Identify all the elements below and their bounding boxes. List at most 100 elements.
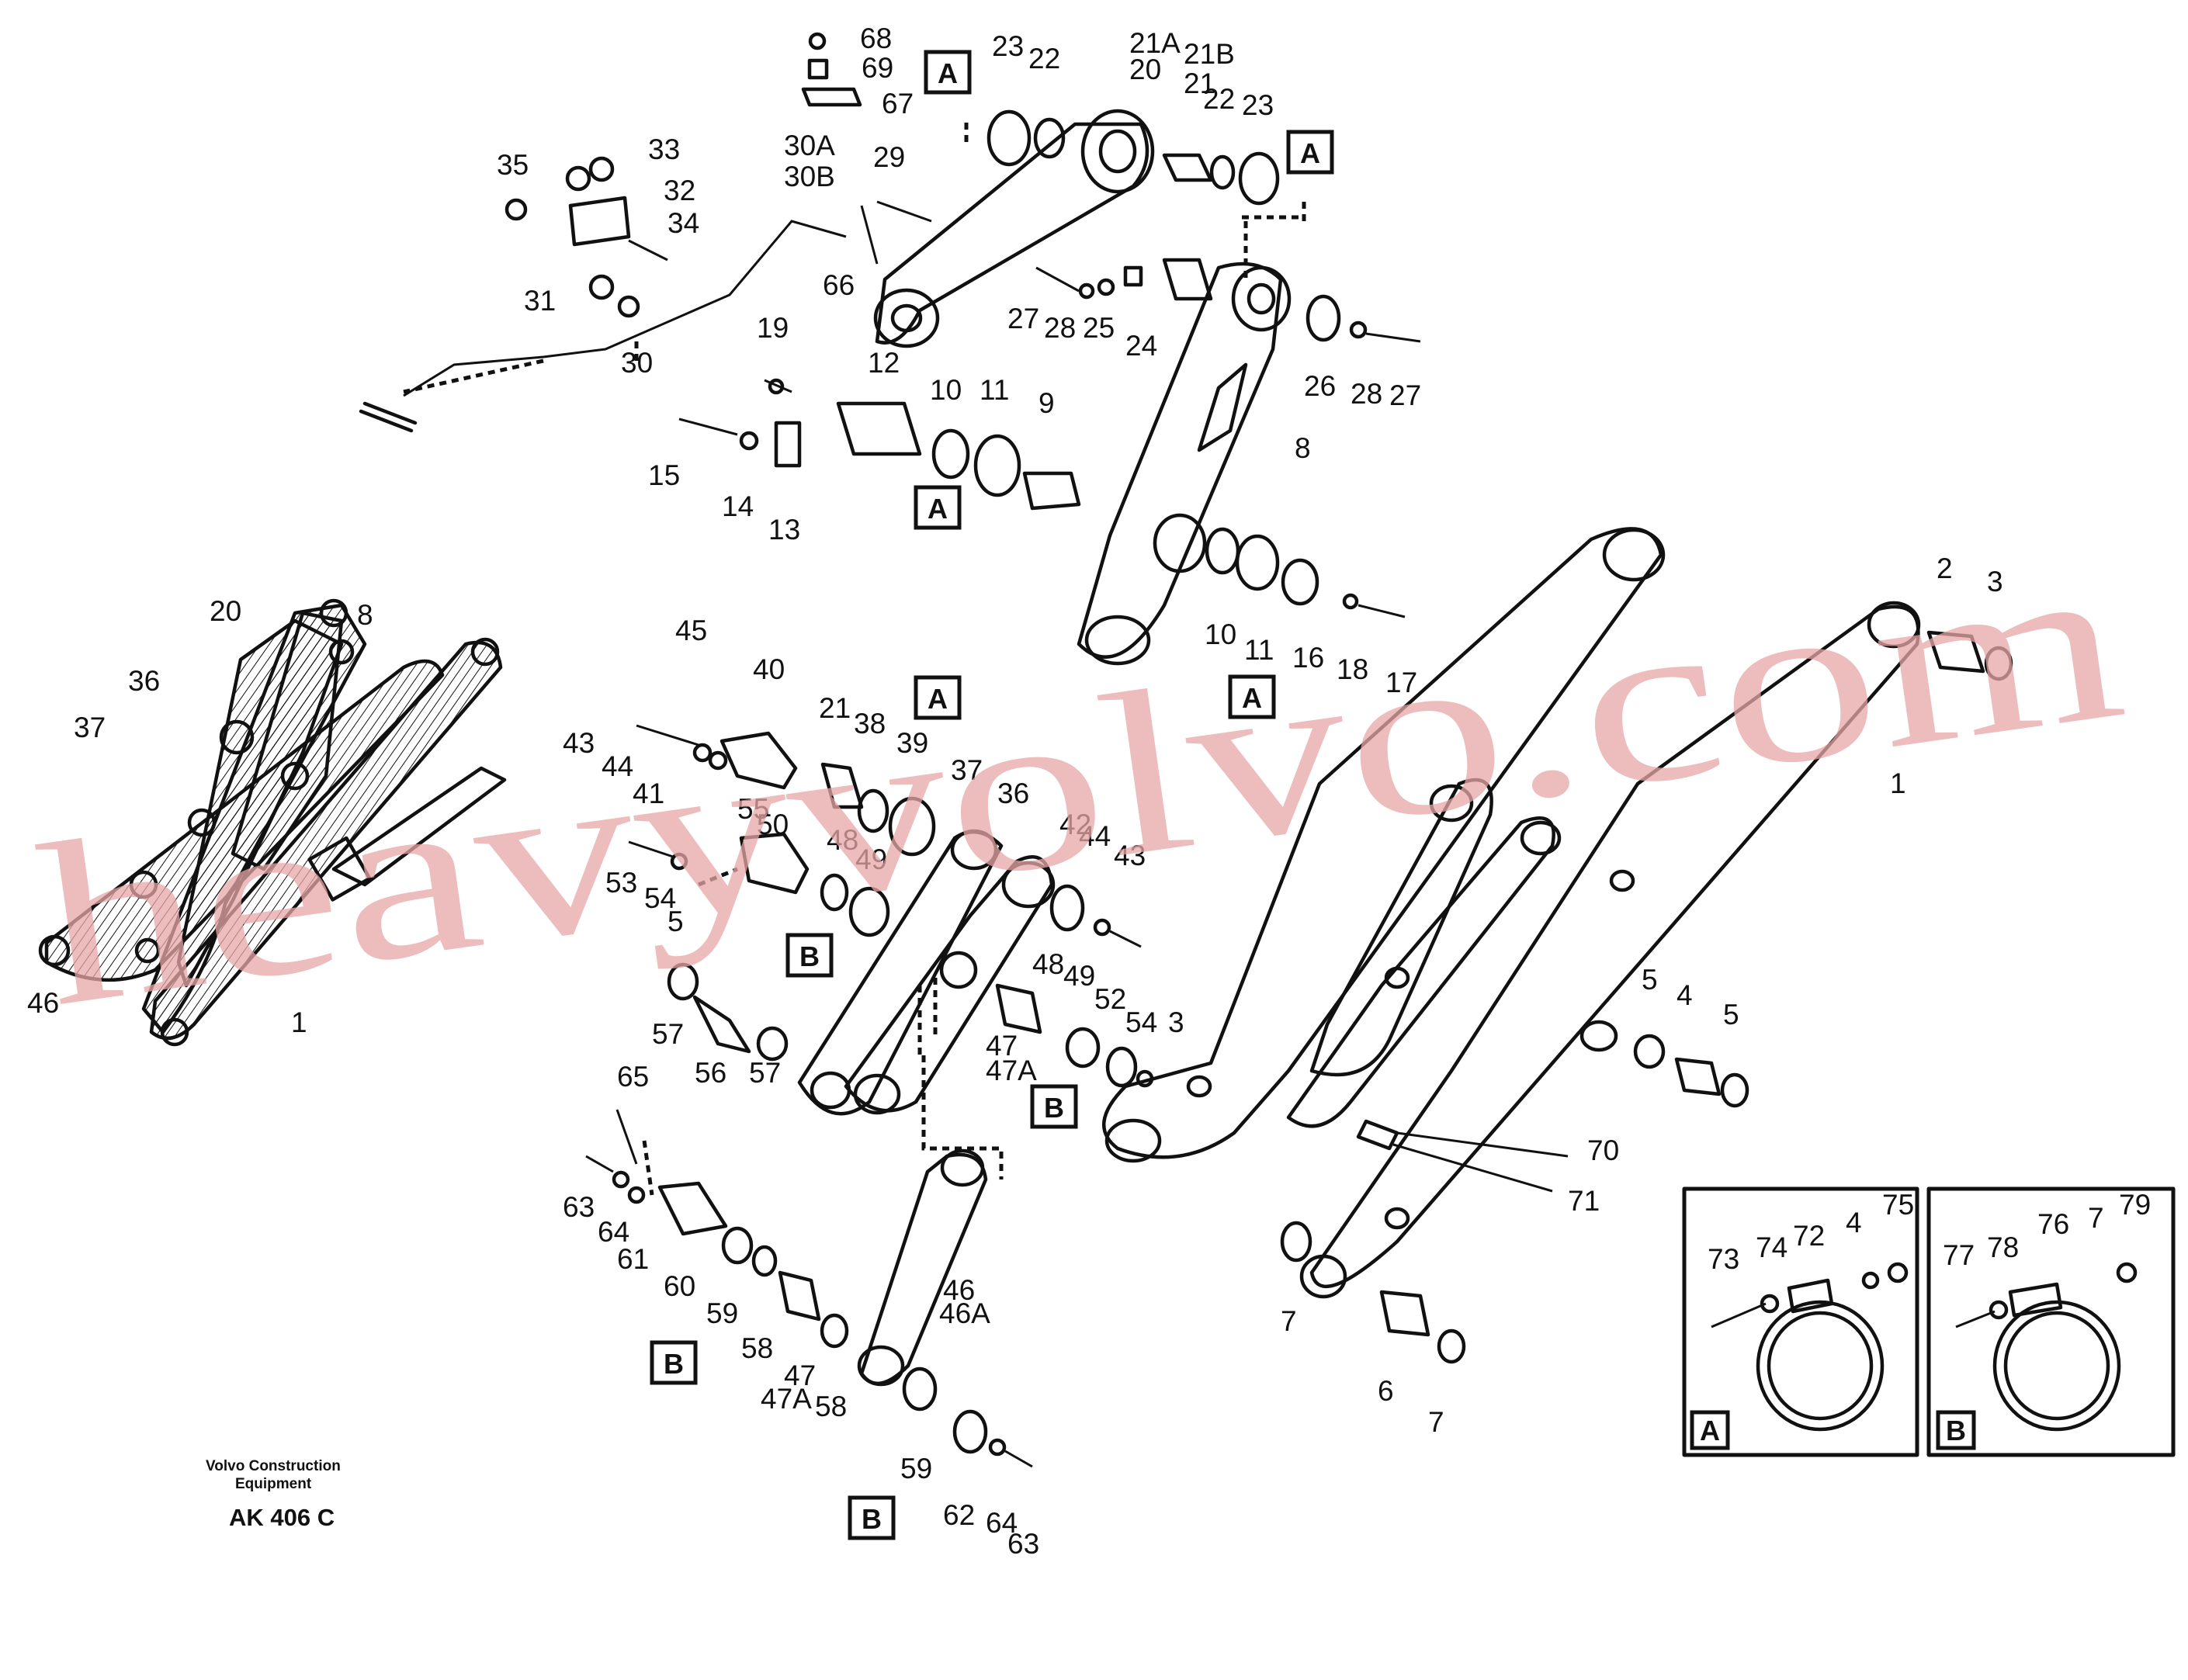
- part-label-30a: 30A: [784, 130, 835, 161]
- part-label-32: 32: [664, 175, 695, 206]
- part-label-49: 49: [1063, 960, 1095, 992]
- part-label-46a: 46A: [939, 1297, 990, 1329]
- part-label-8: 8: [357, 599, 373, 631]
- caption-line-1: Volvo Construction: [206, 1458, 341, 1474]
- part-label-31: 31: [524, 285, 556, 317]
- part-label-30b: 30B: [784, 161, 835, 192]
- label-78: 78: [1987, 1231, 2019, 1263]
- part-label-14: 14: [722, 490, 754, 522]
- part-label-70: 70: [1587, 1134, 1619, 1166]
- part-label-20: 20: [210, 595, 241, 627]
- part-label-47a: 47A: [986, 1055, 1037, 1086]
- part-label-47a: 47A: [761, 1383, 812, 1415]
- part-label-30: 30: [621, 347, 653, 379]
- middle-link-assembly: [585, 724, 1154, 1468]
- part-label-24: 24: [1125, 330, 1157, 362]
- part-label-2: 2: [1937, 552, 1953, 584]
- part-label-61: 61: [617, 1243, 649, 1275]
- ref-box-a-3: A: [928, 493, 948, 525]
- part-label-28: 28: [1044, 312, 1076, 344]
- part-label-22: 22: [1028, 43, 1060, 74]
- part-label-37: 37: [74, 712, 106, 743]
- part-label-41: 41: [633, 778, 664, 809]
- label-79: 79: [2119, 1189, 2151, 1221]
- part-label-37: 37: [951, 754, 983, 786]
- part-label-11: 11: [980, 374, 1009, 406]
- part-label-47: 47: [986, 1030, 1018, 1062]
- detail-letter-b: B: [1946, 1415, 1966, 1446]
- part-label-21: 21: [1184, 68, 1215, 99]
- detail-view-a: A 73 74 72 4 75: [1682, 1186, 1919, 1457]
- part-label-43: 43: [563, 727, 595, 759]
- part-label-55: 55: [737, 793, 769, 825]
- part-label-33: 33: [648, 133, 680, 165]
- part-label-54: 54: [644, 882, 676, 914]
- part-label-17: 17: [1385, 667, 1417, 698]
- reference-boxes: A A A A A B B B B: [650, 50, 1334, 1540]
- part-label-57: 57: [652, 1018, 684, 1050]
- part-label-21b: 21B: [1184, 38, 1235, 70]
- part-label-15: 15: [648, 459, 680, 491]
- part-label-1: 1: [291, 1006, 307, 1038]
- part-label-10: 10: [1205, 618, 1236, 650]
- part-label-56: 56: [695, 1057, 726, 1089]
- part-label-65: 65: [617, 1061, 649, 1093]
- part-label-28: 28: [1351, 378, 1382, 410]
- part-label-50: 50: [757, 809, 789, 840]
- part-label-45: 45: [675, 615, 707, 646]
- part-label-27: 27: [1007, 303, 1039, 334]
- caption-line-2: Equipment: [235, 1476, 312, 1492]
- ref-box-a-5: A: [928, 683, 948, 715]
- ref-box-b-4: B: [862, 1503, 882, 1535]
- part-label-36: 36: [128, 665, 160, 697]
- part-label-27: 27: [1389, 379, 1421, 411]
- label-76: 76: [2037, 1208, 2069, 1240]
- part-label-68: 68: [860, 23, 892, 54]
- part-label-59: 59: [706, 1297, 738, 1329]
- part-label-46: 46: [27, 987, 59, 1019]
- part-label-48: 48: [827, 824, 858, 856]
- part-label-40: 40: [753, 653, 785, 685]
- ref-box-a-2: A: [1300, 137, 1320, 169]
- ref-box-b-2: B: [1044, 1092, 1064, 1124]
- part-label-46: 46: [943, 1274, 975, 1306]
- part-label-58: 58: [815, 1391, 847, 1422]
- part-label-29: 29: [873, 141, 905, 173]
- ref-box-a-1: A: [938, 57, 958, 89]
- part-label-49: 49: [855, 843, 887, 875]
- part-label-35: 35: [497, 149, 529, 181]
- detail-letter-a: A: [1700, 1415, 1720, 1446]
- label-4-detail: 4: [1846, 1207, 1862, 1238]
- label-77: 77: [1943, 1239, 1975, 1271]
- part-label-67: 67: [882, 88, 914, 120]
- part-label-64: 64: [986, 1507, 1018, 1539]
- part-label-36: 36: [997, 778, 1029, 809]
- label-73: 73: [1708, 1243, 1739, 1275]
- part-label-22: 22: [1203, 83, 1235, 115]
- part-label-5: 5: [1723, 999, 1739, 1031]
- part-label-54: 54: [1125, 1006, 1157, 1038]
- part-label-52: 52: [1094, 983, 1126, 1015]
- part-label-25: 25: [1083, 312, 1115, 344]
- part-label-63: 63: [563, 1191, 595, 1223]
- part-label-18: 18: [1337, 653, 1368, 685]
- part-label-19: 19: [757, 312, 789, 344]
- part-label-7: 7: [1281, 1305, 1297, 1337]
- part-label-23: 23: [992, 30, 1024, 62]
- part-label-63: 63: [1007, 1528, 1039, 1560]
- part-label-44: 44: [1079, 820, 1111, 852]
- part-label-34: 34: [667, 207, 699, 239]
- part-label-57: 57: [749, 1057, 781, 1089]
- part-label-23: 23: [1242, 89, 1274, 121]
- ref-box-b-3: B: [664, 1348, 684, 1380]
- label-72: 72: [1793, 1220, 1825, 1252]
- label-7-detail: 7: [2088, 1202, 2104, 1234]
- part-label-58: 58: [741, 1332, 773, 1364]
- part-label-8: 8: [1295, 432, 1311, 464]
- part-label-12: 12: [868, 347, 900, 379]
- part-label-60: 60: [664, 1270, 695, 1302]
- part-label-5: 5: [1642, 964, 1658, 996]
- part-label-39: 39: [896, 727, 928, 759]
- part-label-7: 7: [1428, 1406, 1444, 1438]
- boom-frame: [1101, 527, 2013, 1364]
